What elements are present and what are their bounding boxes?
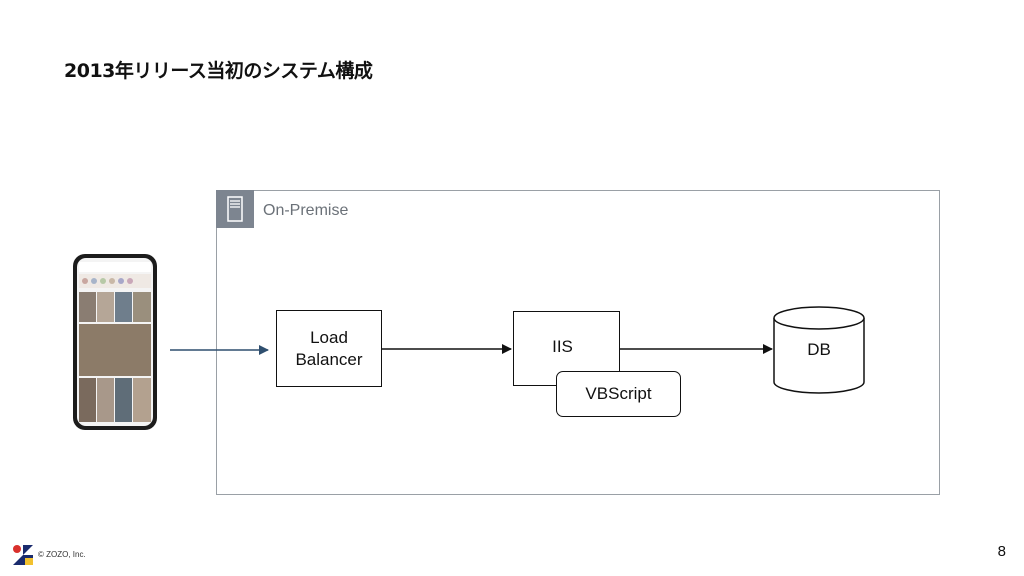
- copyright-text: © ZOZO, Inc.: [38, 550, 86, 559]
- slide-title: 2013年リリース当初のシステム構成: [64, 60, 373, 82]
- page-number: 8: [997, 543, 1006, 560]
- vbscript-node: VBScript: [556, 371, 681, 417]
- smartphone-icon: [73, 254, 157, 430]
- load-balancer-node: Load Balancer: [276, 310, 382, 387]
- on-premise-group: On-Premise: [216, 190, 940, 495]
- group-label: On-Premise: [263, 202, 349, 219]
- server-icon: [216, 190, 254, 228]
- zozo-logo-icon: [12, 544, 34, 566]
- iis-label: IIS: [552, 336, 573, 356]
- db-cylinder-icon: [773, 306, 865, 394]
- db-node-label: DB: [807, 340, 831, 359]
